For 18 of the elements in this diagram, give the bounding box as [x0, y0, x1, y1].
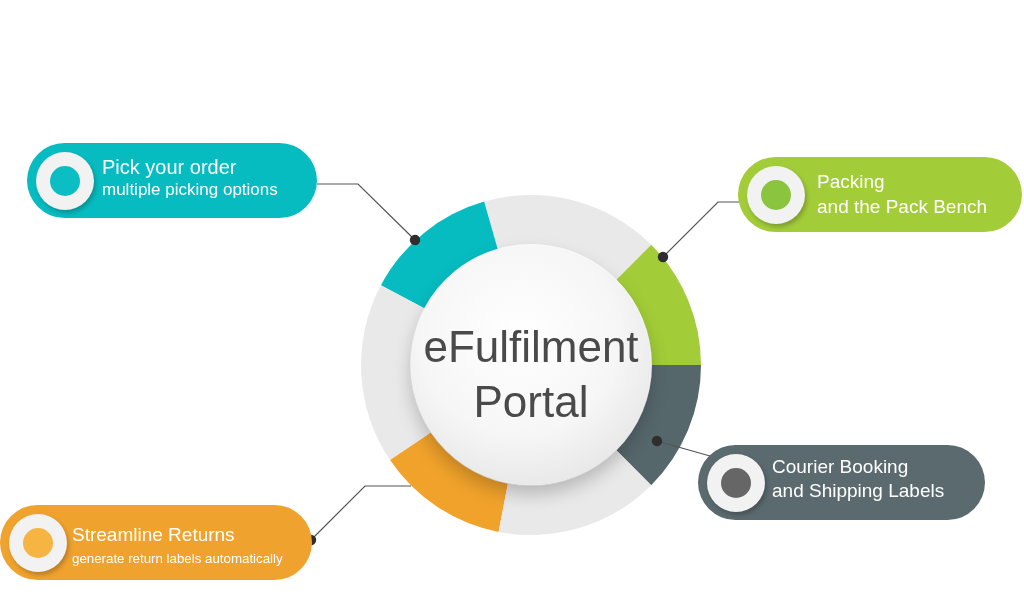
pill-subtitle: generate return labels automatically — [72, 550, 283, 569]
ring-segment — [498, 450, 652, 535]
pill-subtitle: and Shipping Labels — [772, 478, 945, 503]
leader-line — [316, 183, 421, 246]
pill-heading: Courier Booking — [772, 454, 909, 479]
ring-segment — [380, 201, 498, 309]
ring-segment — [484, 195, 652, 280]
pill-heading: Packing — [817, 169, 885, 193]
pill-heading: Streamline Returns — [72, 523, 235, 548]
leader-line — [657, 201, 740, 263]
pill-subtitle: multiple picking options — [102, 178, 278, 200]
leader-line — [651, 435, 711, 457]
ring-segment — [390, 432, 508, 532]
feature-pill — [0, 505, 312, 580]
pill-subtitle: and the Pack Bench — [817, 194, 988, 218]
pill-heading: Pick your order — [102, 155, 237, 179]
ring-segment — [616, 365, 701, 486]
hub-title: eFulfilment Portal — [422, 321, 640, 428]
